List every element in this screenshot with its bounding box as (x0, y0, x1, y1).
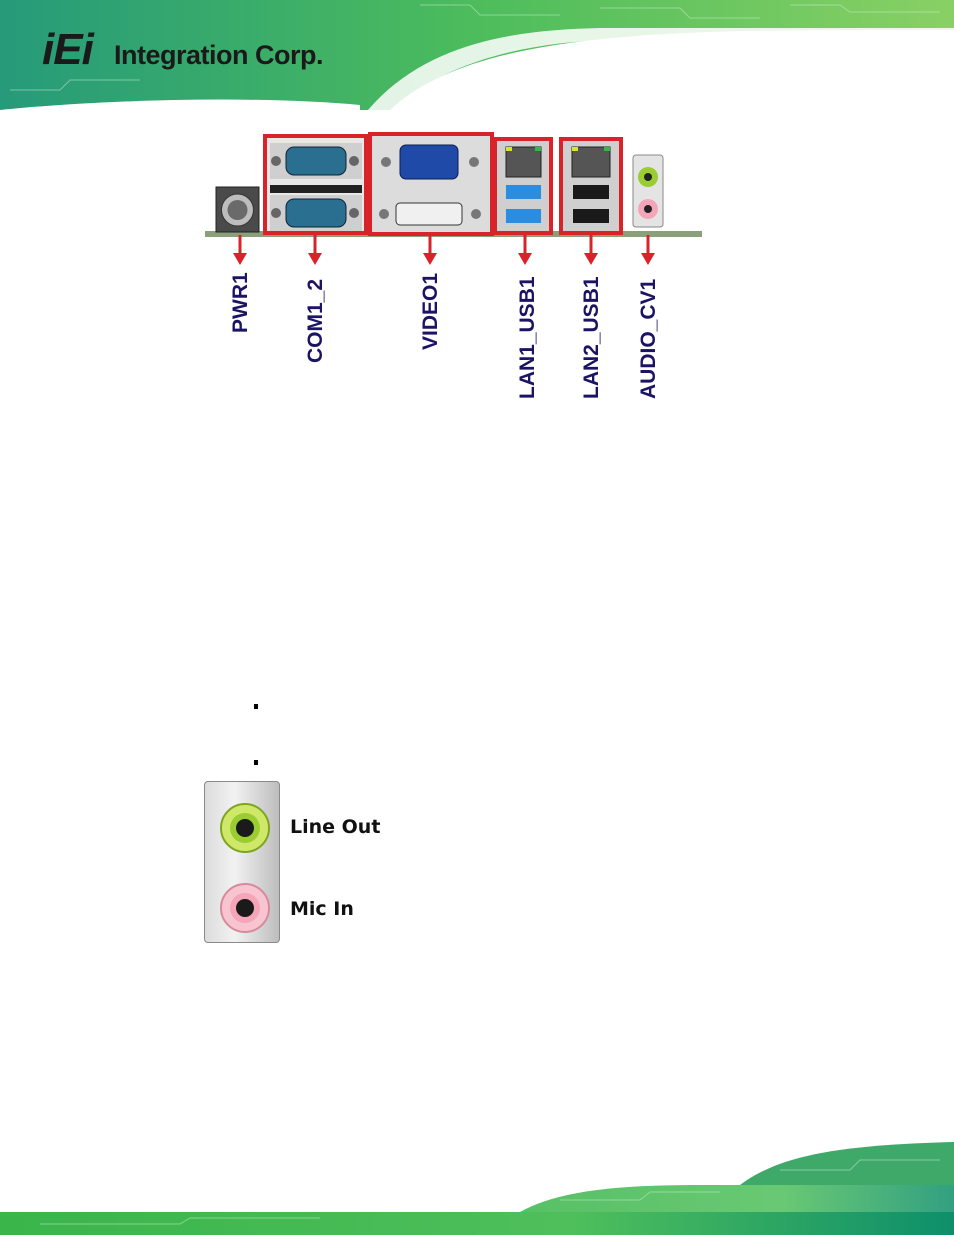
audio-jack-panel (204, 781, 280, 943)
audio-jacks-graphic (220, 803, 270, 933)
logo-company-name: Integration Corp. (114, 40, 324, 70)
pwr1-connector (215, 186, 260, 233)
video1-connector (368, 132, 494, 236)
lan1-usb1-connector (493, 137, 553, 235)
footer-banner (0, 1142, 954, 1235)
label-audio-cv1: AUDIO_CV1 (637, 278, 660, 399)
line-out-label: Line Out (290, 816, 381, 838)
mic-in-label: Mic In (290, 898, 354, 920)
pointer-arrows (233, 235, 655, 265)
com1-2-connector (263, 134, 368, 235)
label-com1-2: COM1_2 (304, 278, 327, 363)
logo-mark: iEi (42, 25, 94, 74)
lan2-usb1-connector (559, 137, 623, 235)
header-banner (0, 0, 954, 120)
label-lan1-usb1: LAN1_USB1 (516, 276, 539, 399)
bullet-point (254, 760, 258, 765)
rear-io-panel-illustration (205, 132, 702, 265)
label-lan2-usb1: LAN2_USB1 (580, 276, 603, 399)
bullet-point (254, 704, 258, 709)
label-pwr1: PWR1 (229, 272, 252, 333)
audio-cv1-connector (632, 154, 664, 228)
label-video1: VIDEO1 (419, 272, 442, 350)
